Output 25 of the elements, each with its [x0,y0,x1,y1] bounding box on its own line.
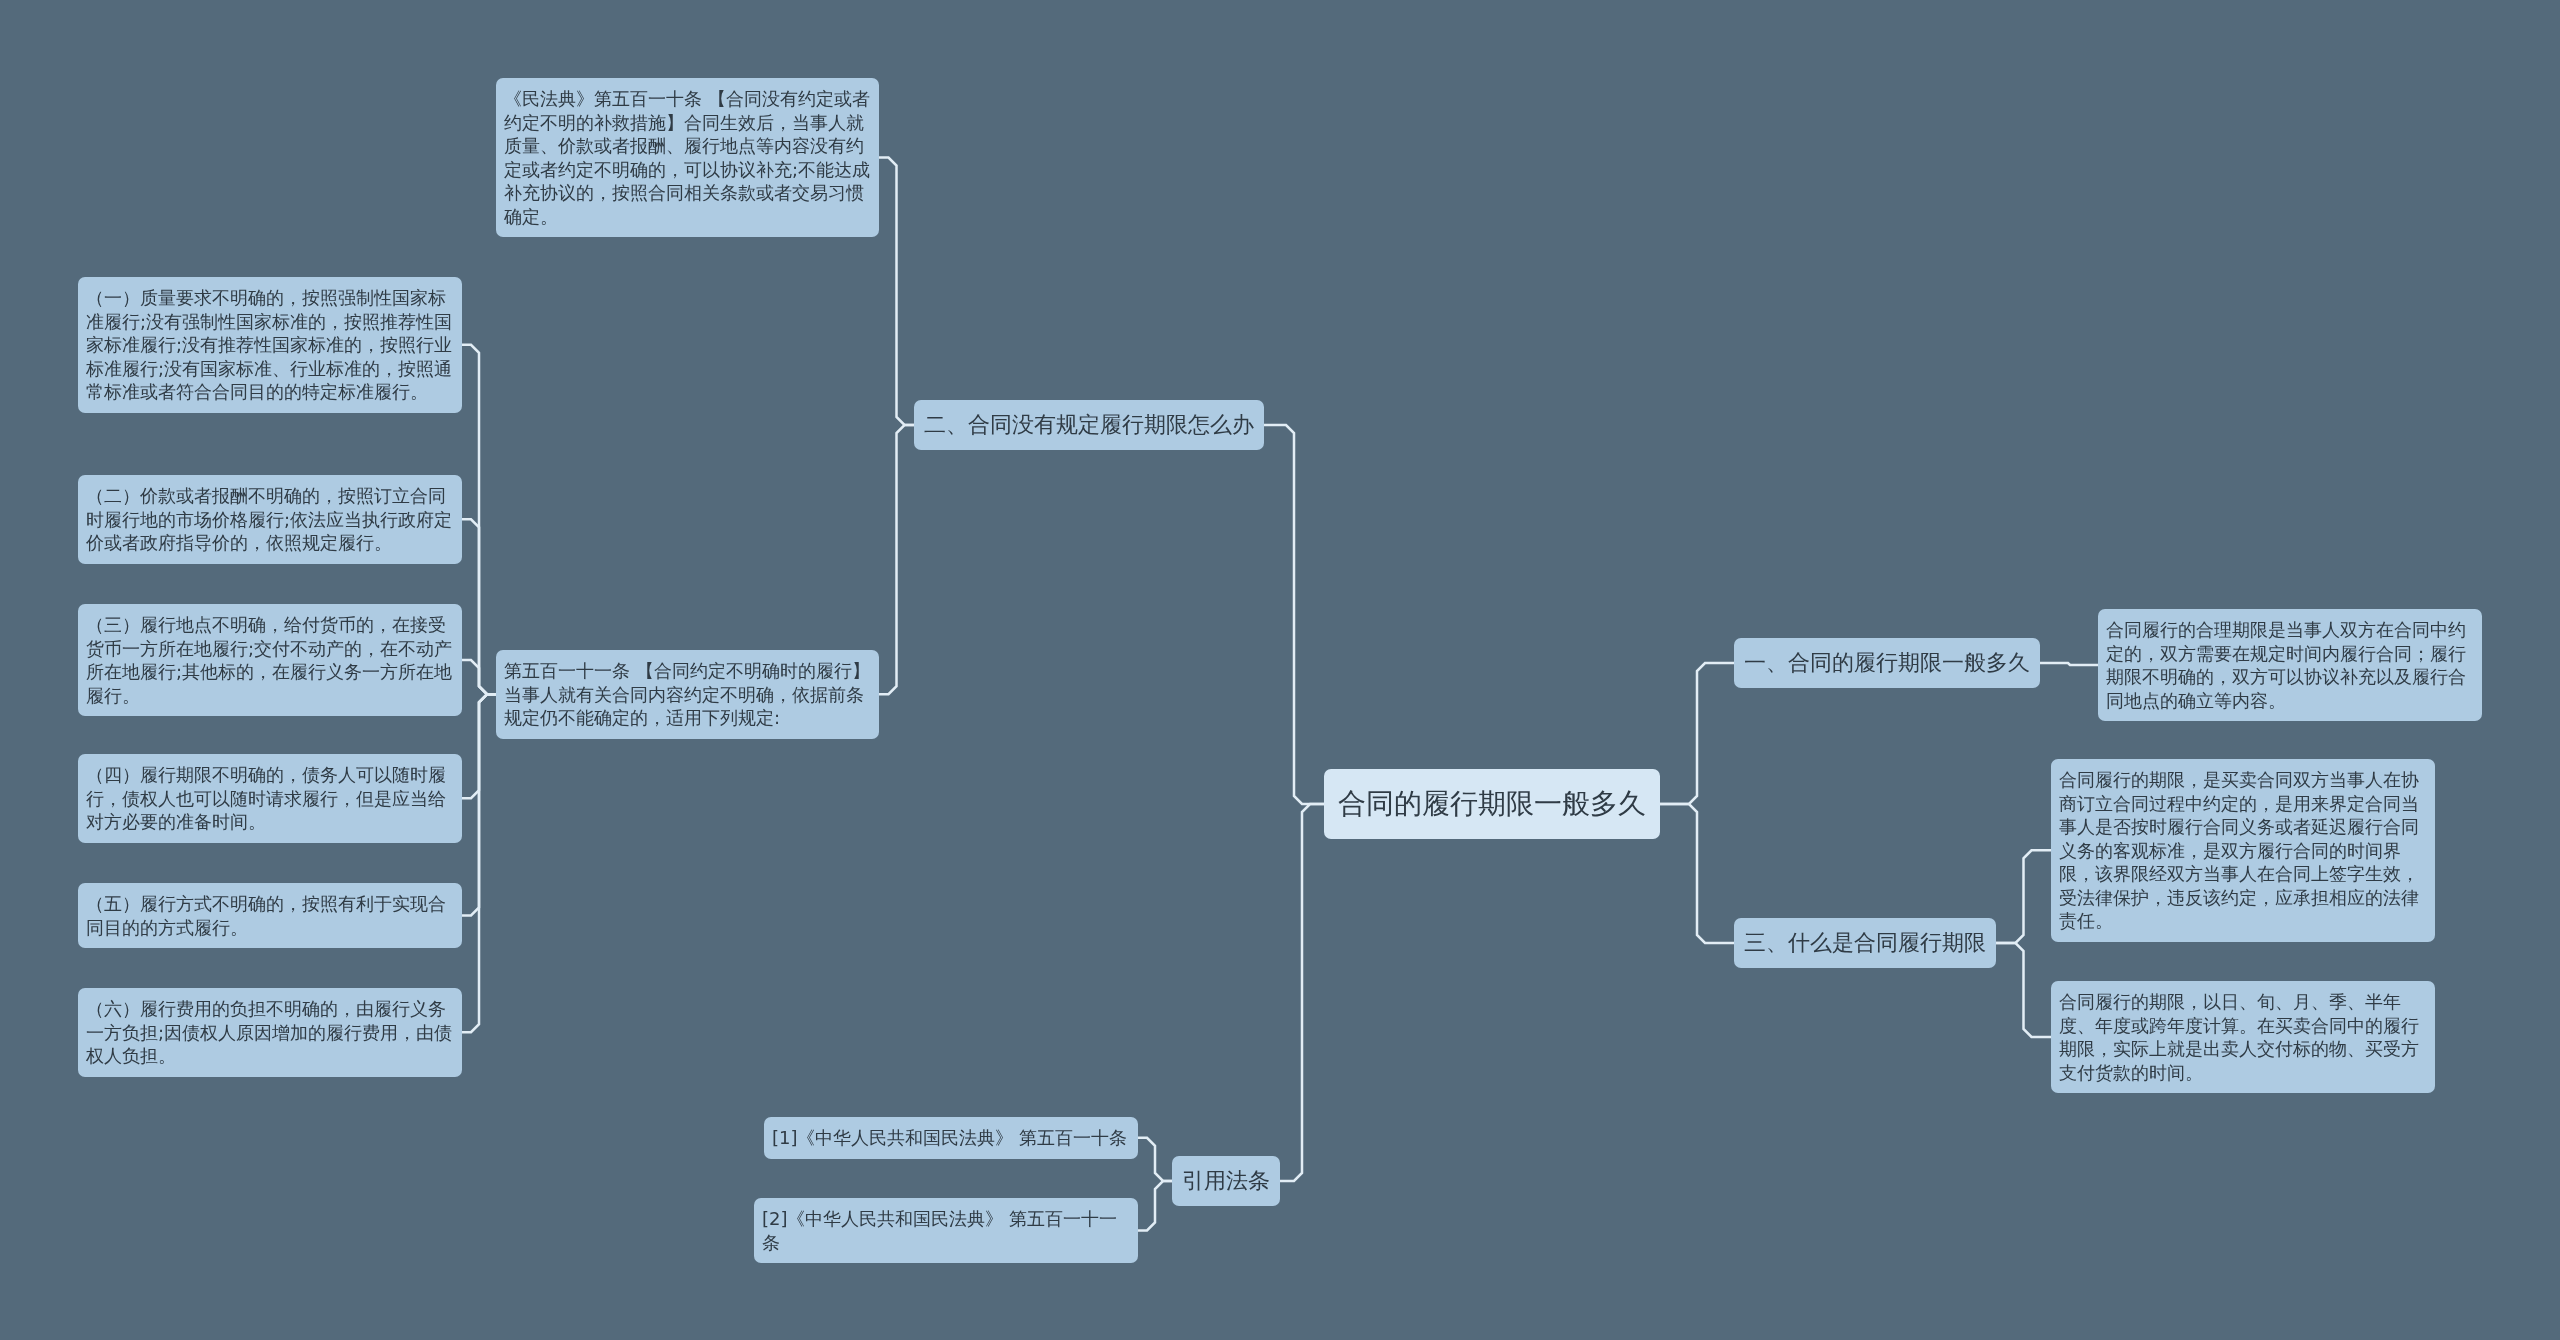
branch-topic: 一、合同的履行期限一般多久 [1734,638,2040,688]
connector-line [879,423,914,696]
text-card: 合同履行的合理期限是当事人双方在合同中约定的，双方需要在规定时间内履行合同；履行期限不明确的，双方可以协议补充以及履行合同地点的确立等内容。 [2098,609,2482,721]
text-card: 第五百一十一条 【合同约定不明确时的履行】当事人就有关合同内容约定不明确，依据前条规定仍不能确定的，适用下列规定: [496,650,879,739]
connector-line [1138,1179,1172,1232]
text-card: （五）履行方式不明确的，按照有利于实现合同目的的方式履行。 [78,883,462,948]
connector-line [1660,802,1734,945]
text-card: （六）履行费用的负担不明确的，由履行义务一方负担;因债权人原因增加的履行费用，由债权人负担。 [78,988,462,1077]
text-card: 合同履行的期限，是买卖合同双方当事人在协商订立合同过程中约定的，是用来界定合同当事人是否按时履行合同义务或者延迟履行合同义务的客观标准，是双方履行合同的时间界限，该界限经双方当事人在合同上签字生效，受法律保护，违反该约定，应承担相应的法律责任。 [2051,759,2435,942]
central-topic: 合同的履行期限一般多久 [1324,769,1660,839]
text-card: （一）质量要求不明确的，按照强制性国家标准履行;没有强制性国家标准的，按照推荐性国家标准履行;没有推荐性国家标准的，按照行业标准履行;没有国家标准、行业标准的，按照通常标准或者符合合同目的的特定标准履行。 [78,277,462,413]
text-card: （三）履行地点不明确，给付货币的，在接受货币一方所在地履行;交付不动产的，在不动产所在地履行;其他标的，在履行义务一方所在地履行。 [78,604,462,716]
branch-topic: 二、合同没有规定履行期限怎么办 [914,400,1264,450]
text-card: （二）价款或者报酬不明确的，按照订立合同时履行地的市场价格履行;依法应当执行政府定价或者政府指导价的，依照规定履行。 [78,475,462,564]
connector-line [1996,941,2051,1039]
branch-topic: 引用法条 [1172,1156,1280,1206]
connector-line [2040,661,2098,667]
text-card: [1]《中华人民共和国民法典》 第五百一十条 [764,1117,1138,1159]
text-card: 合同履行的期限，以日、旬、月、季、半年度、年度或跨年度计算。在买卖合同中的履行期限，实际上就是出卖人交付标的物、买受方支付货款的时间。 [2051,981,2435,1093]
branch-topic: 三、什么是合同履行期限 [1734,918,1996,968]
text-card: （四）履行期限不明确的，债务人可以随时履行，债权人也可以随时请求履行，但是应当给对方必要的准备时间。 [78,754,462,843]
connector-line [462,693,496,1034]
text-card: [2]《中华人民共和国民法典》 第五百一十一条 [754,1198,1138,1263]
text-card: 《民法典》第五百一十条 【合同没有约定或者约定不明的补救措施】合同生效后，当事人就质量、价款或者报酬、履行地点等内容没有约定或者约定不明确的，可以协议补充;不能达成补充协议的，按照合同相关条款或者交易习惯确定。 [496,78,879,237]
connector-line [1280,802,1324,1183]
